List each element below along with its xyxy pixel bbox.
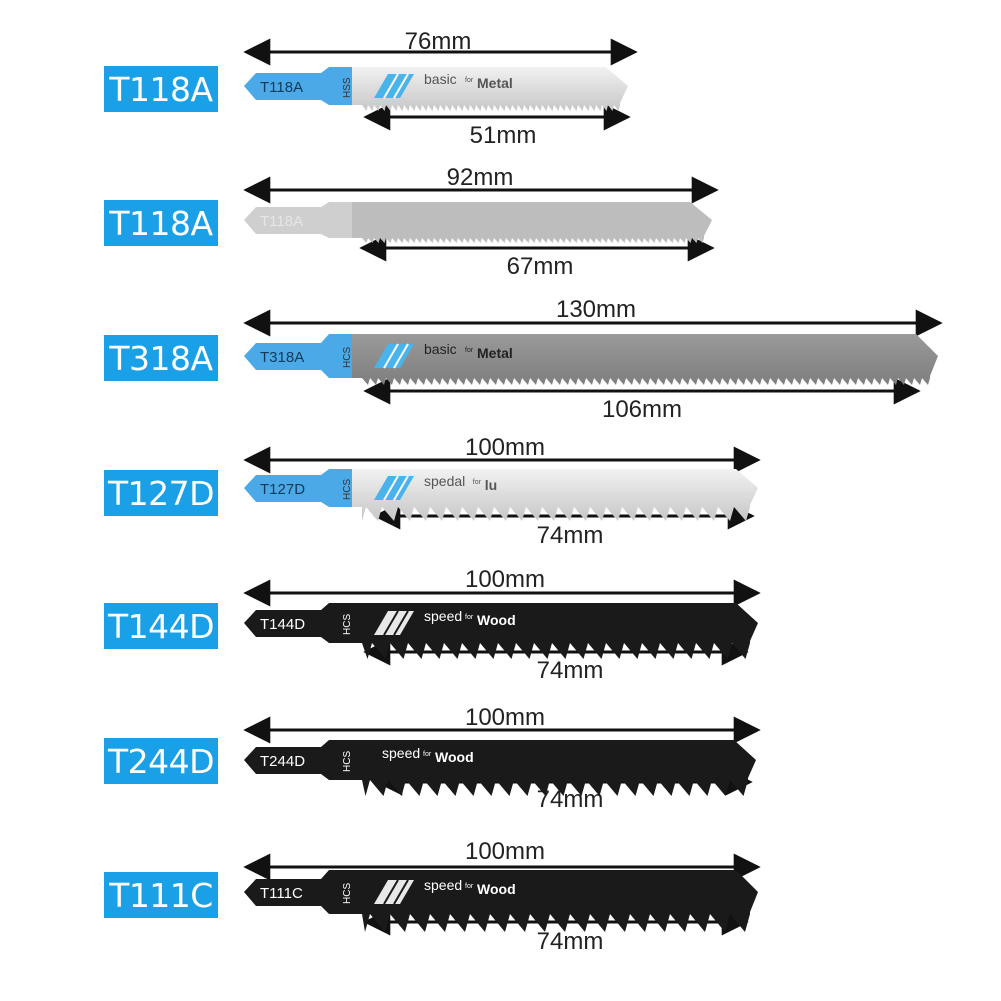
blade-body	[352, 469, 758, 521]
blade-tang	[244, 469, 353, 507]
brand-stripe-divider	[383, 475, 399, 501]
blade-body	[352, 740, 756, 796]
blade-body	[352, 603, 758, 659]
tang-model-label: T144D	[260, 616, 305, 633]
model-badge: T244D	[104, 738, 218, 784]
tang-model-label: T118A	[260, 213, 303, 230]
brand-stripe-divider	[383, 610, 399, 636]
brand-left-label: spedal	[424, 473, 465, 489]
steel-type-label: HCS	[342, 347, 353, 368]
brand-stripe-divider	[393, 610, 409, 636]
model-badge: T111C	[104, 872, 218, 918]
blade-body	[352, 202, 712, 243]
tang-model-label: T111C	[260, 885, 303, 902]
model-badge: T144D	[104, 603, 218, 649]
brand-right-label: Metal	[477, 75, 513, 91]
brand-right-label: Wood	[477, 612, 516, 628]
blade-tang	[244, 334, 353, 378]
blade-tang	[244, 870, 353, 914]
brand-right-label: lu	[485, 477, 497, 493]
brand-mid-label: for	[423, 751, 432, 758]
brand-mid-label: for	[465, 883, 474, 890]
steel-type-label: HCS	[342, 883, 353, 904]
brand-stripe-divider	[383, 73, 399, 99]
blade-tang	[244, 740, 353, 780]
steel-type-label: HCS	[342, 751, 353, 772]
brand-left-label: speed	[424, 877, 462, 893]
blade-body	[352, 334, 938, 385]
brand-right-label: Metal	[477, 345, 513, 361]
brand-mid-label: for	[465, 347, 474, 354]
tang-model-label: T127D	[260, 481, 305, 498]
brand-left-label: basic	[424, 71, 457, 87]
model-badge: T118A	[104, 200, 218, 246]
model-badge: T118A	[104, 66, 218, 112]
brand-stripe-divider	[393, 475, 409, 501]
brand-stripe-divider	[393, 343, 409, 369]
tang-model-label: T118A	[260, 79, 303, 96]
brand-right-label: Wood	[435, 749, 474, 765]
brand-left-label: speed	[424, 608, 462, 624]
model-badge: T127D	[104, 470, 218, 516]
brand-stripe-divider	[393, 879, 409, 905]
brand-mid-label: for	[473, 479, 482, 486]
blade-tang	[244, 603, 353, 643]
brand-left-label: basic	[424, 341, 457, 357]
model-badge: T318A	[104, 335, 218, 381]
steel-type-label: HSS	[342, 77, 353, 98]
blade-tang	[244, 202, 353, 238]
brand-stripe-divider	[393, 73, 409, 99]
blade-body	[352, 67, 628, 111]
brand-stripe-divider	[383, 343, 399, 369]
brand-left-label: speed	[382, 745, 420, 761]
blade-body	[352, 870, 758, 932]
tang-model-label: T318A	[260, 349, 304, 366]
brand-right-label: Wood	[477, 881, 516, 897]
steel-type-label: HCS	[342, 479, 353, 500]
blade-tang	[244, 67, 353, 105]
brand-stripe-divider	[383, 879, 399, 905]
brand-mid-label: for	[465, 614, 474, 621]
steel-type-label: HCS	[342, 614, 353, 635]
brand-mid-label: for	[465, 77, 474, 84]
tang-model-label: T244D	[260, 753, 305, 770]
